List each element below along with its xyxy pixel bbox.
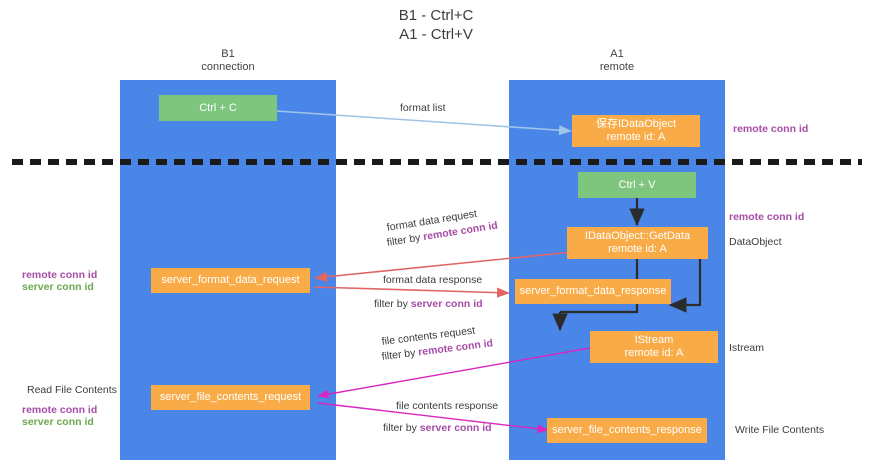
node-server-format-data-response[interactable]: server_format_data_response <box>515 279 671 304</box>
node-ctrl-c-label: Ctrl + C <box>199 101 237 114</box>
lane-title-b1-line2: connection <box>201 61 255 73</box>
filter-key-server-conn-id-2: server conn id <box>419 422 492 434</box>
annotation-remote-conn-id-top-text: remote conn id <box>733 123 809 135</box>
annotation-left-server-conn-id-text: server conn id <box>22 281 94 293</box>
page-title: B1 - Ctrl+C A1 - Ctrl+V <box>286 6 586 44</box>
node-server-format-data-response-label: server_format_data_response <box>519 285 667 297</box>
annotation-read-file-contents: Read File Contents <box>27 384 117 397</box>
node-idataobject-getdata[interactable]: IDataObject::GetData remote id: A <box>567 227 708 259</box>
edge-label-format-data-response-text: format data response <box>383 274 483 286</box>
filter-prefix-2: filter by <box>374 298 411 310</box>
edge-label-format-data-response-filter: filter by server conn id <box>374 298 483 311</box>
annotation-left-remote-conn-id: remote conn id <box>22 269 97 282</box>
annotation-istream: Istream <box>729 342 764 355</box>
annotation-remote-conn-id-mid: remote conn id <box>729 211 804 224</box>
edge-label-file-contents-response: file contents response <box>396 400 498 413</box>
annotation-left-server-conn-id-2: server conn id <box>22 416 94 429</box>
node-server-file-contents-request[interactable]: server_file_contents_request <box>151 385 310 410</box>
page-title-line2: A1 - Ctrl+V <box>399 26 473 43</box>
node-idataobject[interactable]: 保存IDataObject remote id: A <box>572 115 700 147</box>
annotation-remote-conn-id-top: remote conn id <box>733 123 808 136</box>
annotation-write-file-contents: Write File Contents <box>735 424 824 437</box>
edge-format-data-response <box>313 286 510 298</box>
lane-title-b1: B1 connection <box>150 48 306 74</box>
annotation-dataobject-text: DataObject <box>729 236 782 248</box>
filter-prefix-4: filter by <box>383 422 420 434</box>
annotation-remote-conn-id-mid-text: remote conn id <box>729 211 805 223</box>
lane-title-a1-line1: A1 <box>610 48 624 60</box>
node-idataobject-line2: remote id: A <box>606 131 666 143</box>
node-getdata-line1: IDataObject::GetData <box>584 230 691 242</box>
annotation-left-server-conn-id: server conn id <box>22 281 94 294</box>
filter-prefix-3: filter by <box>381 346 419 363</box>
node-server-file-contents-request-label: server_file_contents_request <box>159 391 302 403</box>
lane-title-b1-line1: B1 <box>221 48 235 60</box>
edge-label-format-data-response: format data response <box>383 274 482 287</box>
node-server-format-data-request[interactable]: server_format_data_request <box>151 268 310 293</box>
node-istream-line2: remote id: A <box>624 347 684 359</box>
edge-label-format-list: format list <box>400 102 446 115</box>
node-server-format-data-request-label: server_format_data_request <box>161 274 300 286</box>
page-title-line1: B1 - Ctrl+C <box>398 7 474 24</box>
annotation-left-remote-conn-id-2-text: remote conn id <box>22 404 98 416</box>
filter-key-server-conn-id: server conn id <box>410 298 483 310</box>
node-server-file-contents-response[interactable]: server_file_contents_response <box>547 418 707 443</box>
edge-label-file-contents-response-text: file contents response <box>396 400 499 412</box>
edge-label-file-contents-response-filter: filter by server conn id <box>383 422 492 435</box>
annotation-dataobject: DataObject <box>729 236 782 249</box>
node-ctrl-v[interactable]: Ctrl + V <box>578 172 696 198</box>
edge-label-format-list-text: format list <box>400 102 446 114</box>
node-idataobject-line1: 保存IDataObject <box>595 118 677 130</box>
annotation-istream-text: Istream <box>729 342 765 354</box>
annotation-left-remote-conn-id-text: remote conn id <box>22 269 98 281</box>
node-getdata-line2: remote id: A <box>608 243 667 255</box>
lane-title-a1: A1 remote <box>539 48 695 74</box>
node-ctrl-c[interactable]: Ctrl + C <box>159 95 277 121</box>
annotation-read-file-contents-text: Read File Contents <box>27 384 117 396</box>
annotation-left-server-conn-id-2-text: server conn id <box>22 416 94 428</box>
node-istream-line1: IStream <box>634 334 674 346</box>
annotation-write-file-contents-text: Write File Contents <box>735 424 825 436</box>
annotation-left-remote-conn-id-2: remote conn id <box>22 404 97 417</box>
node-ctrl-v-label: Ctrl + V <box>618 178 656 191</box>
node-server-file-contents-response-label: server_file_contents_response <box>552 424 702 436</box>
node-istream[interactable]: IStream remote id: A <box>590 331 718 363</box>
lane-title-a1-line2: remote <box>599 61 635 73</box>
